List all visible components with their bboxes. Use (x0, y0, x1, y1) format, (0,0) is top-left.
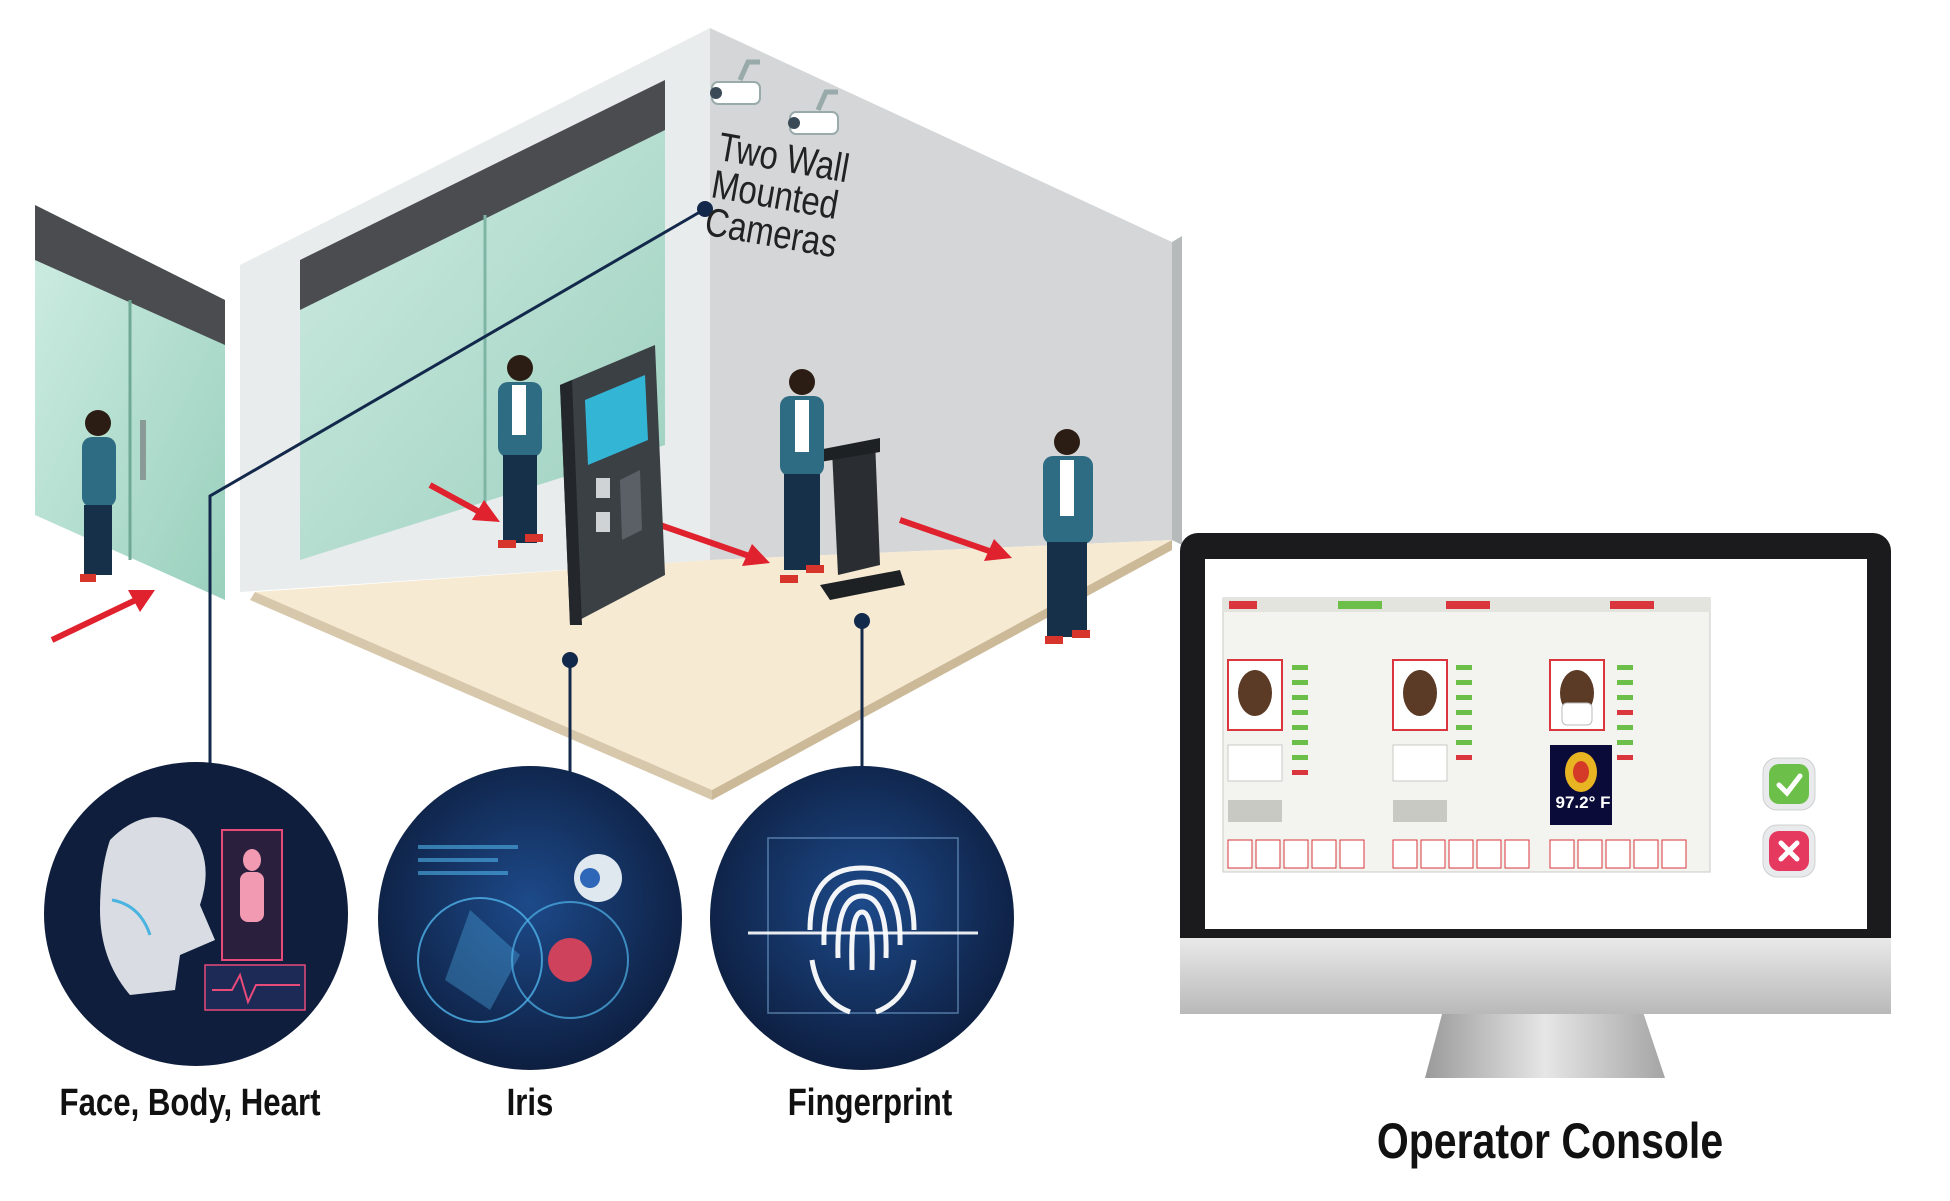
connector-face-cameras (208, 207, 706, 790)
monitor-stand (1425, 1003, 1665, 1078)
iris-scan-target (548, 938, 592, 982)
person-2 (498, 355, 543, 548)
glass-header (300, 80, 665, 310)
right-wall (710, 28, 1172, 560)
monitor-chin (1180, 938, 1891, 1014)
room (240, 28, 1182, 800)
entry-doors (35, 205, 225, 600)
fingerprint-label: Fingerprint (787, 1082, 953, 1124)
floor (255, 540, 1172, 790)
body-scan-icon (240, 872, 264, 922)
heart-monitor-icon (204, 964, 306, 1011)
reject-button[interactable] (1762, 824, 1816, 878)
record-3 (1549, 659, 1633, 825)
fingerprint-stand (818, 438, 905, 600)
iris-circle (378, 766, 682, 1070)
person-3 (780, 369, 824, 583)
face-body-heart-circle (44, 762, 348, 1066)
approve-button[interactable] (1762, 757, 1816, 811)
camera-2-icon (788, 89, 839, 135)
iris-label: Iris (506, 1082, 554, 1124)
record-2 (1392, 659, 1472, 822)
record-1 (1227, 659, 1308, 822)
console-app (1222, 597, 1711, 873)
flow-arrows (50, 482, 1012, 643)
face-body-heart-label: Face, Body, Heart (59, 1082, 321, 1124)
check-icon (1776, 773, 1803, 797)
camera-1-icon (710, 59, 761, 105)
person-1 (80, 410, 116, 582)
operator-console-label: Operator Console (1376, 1113, 1724, 1169)
iris-kiosk (560, 345, 665, 625)
operator-monitor (1180, 533, 1891, 1078)
fingerprint-circle (710, 766, 1014, 1070)
fingerprint-strip (1227, 839, 1687, 869)
cameras-label: Two Wall Mounted Cameras (702, 125, 853, 266)
fingerprint-icon (807, 865, 917, 1015)
person-4 (1043, 429, 1093, 644)
face-scan-icon (100, 817, 215, 995)
close-icon (1778, 840, 1800, 862)
connectors (208, 201, 870, 790)
temperature-readout: 97.2° F (1555, 793, 1611, 812)
